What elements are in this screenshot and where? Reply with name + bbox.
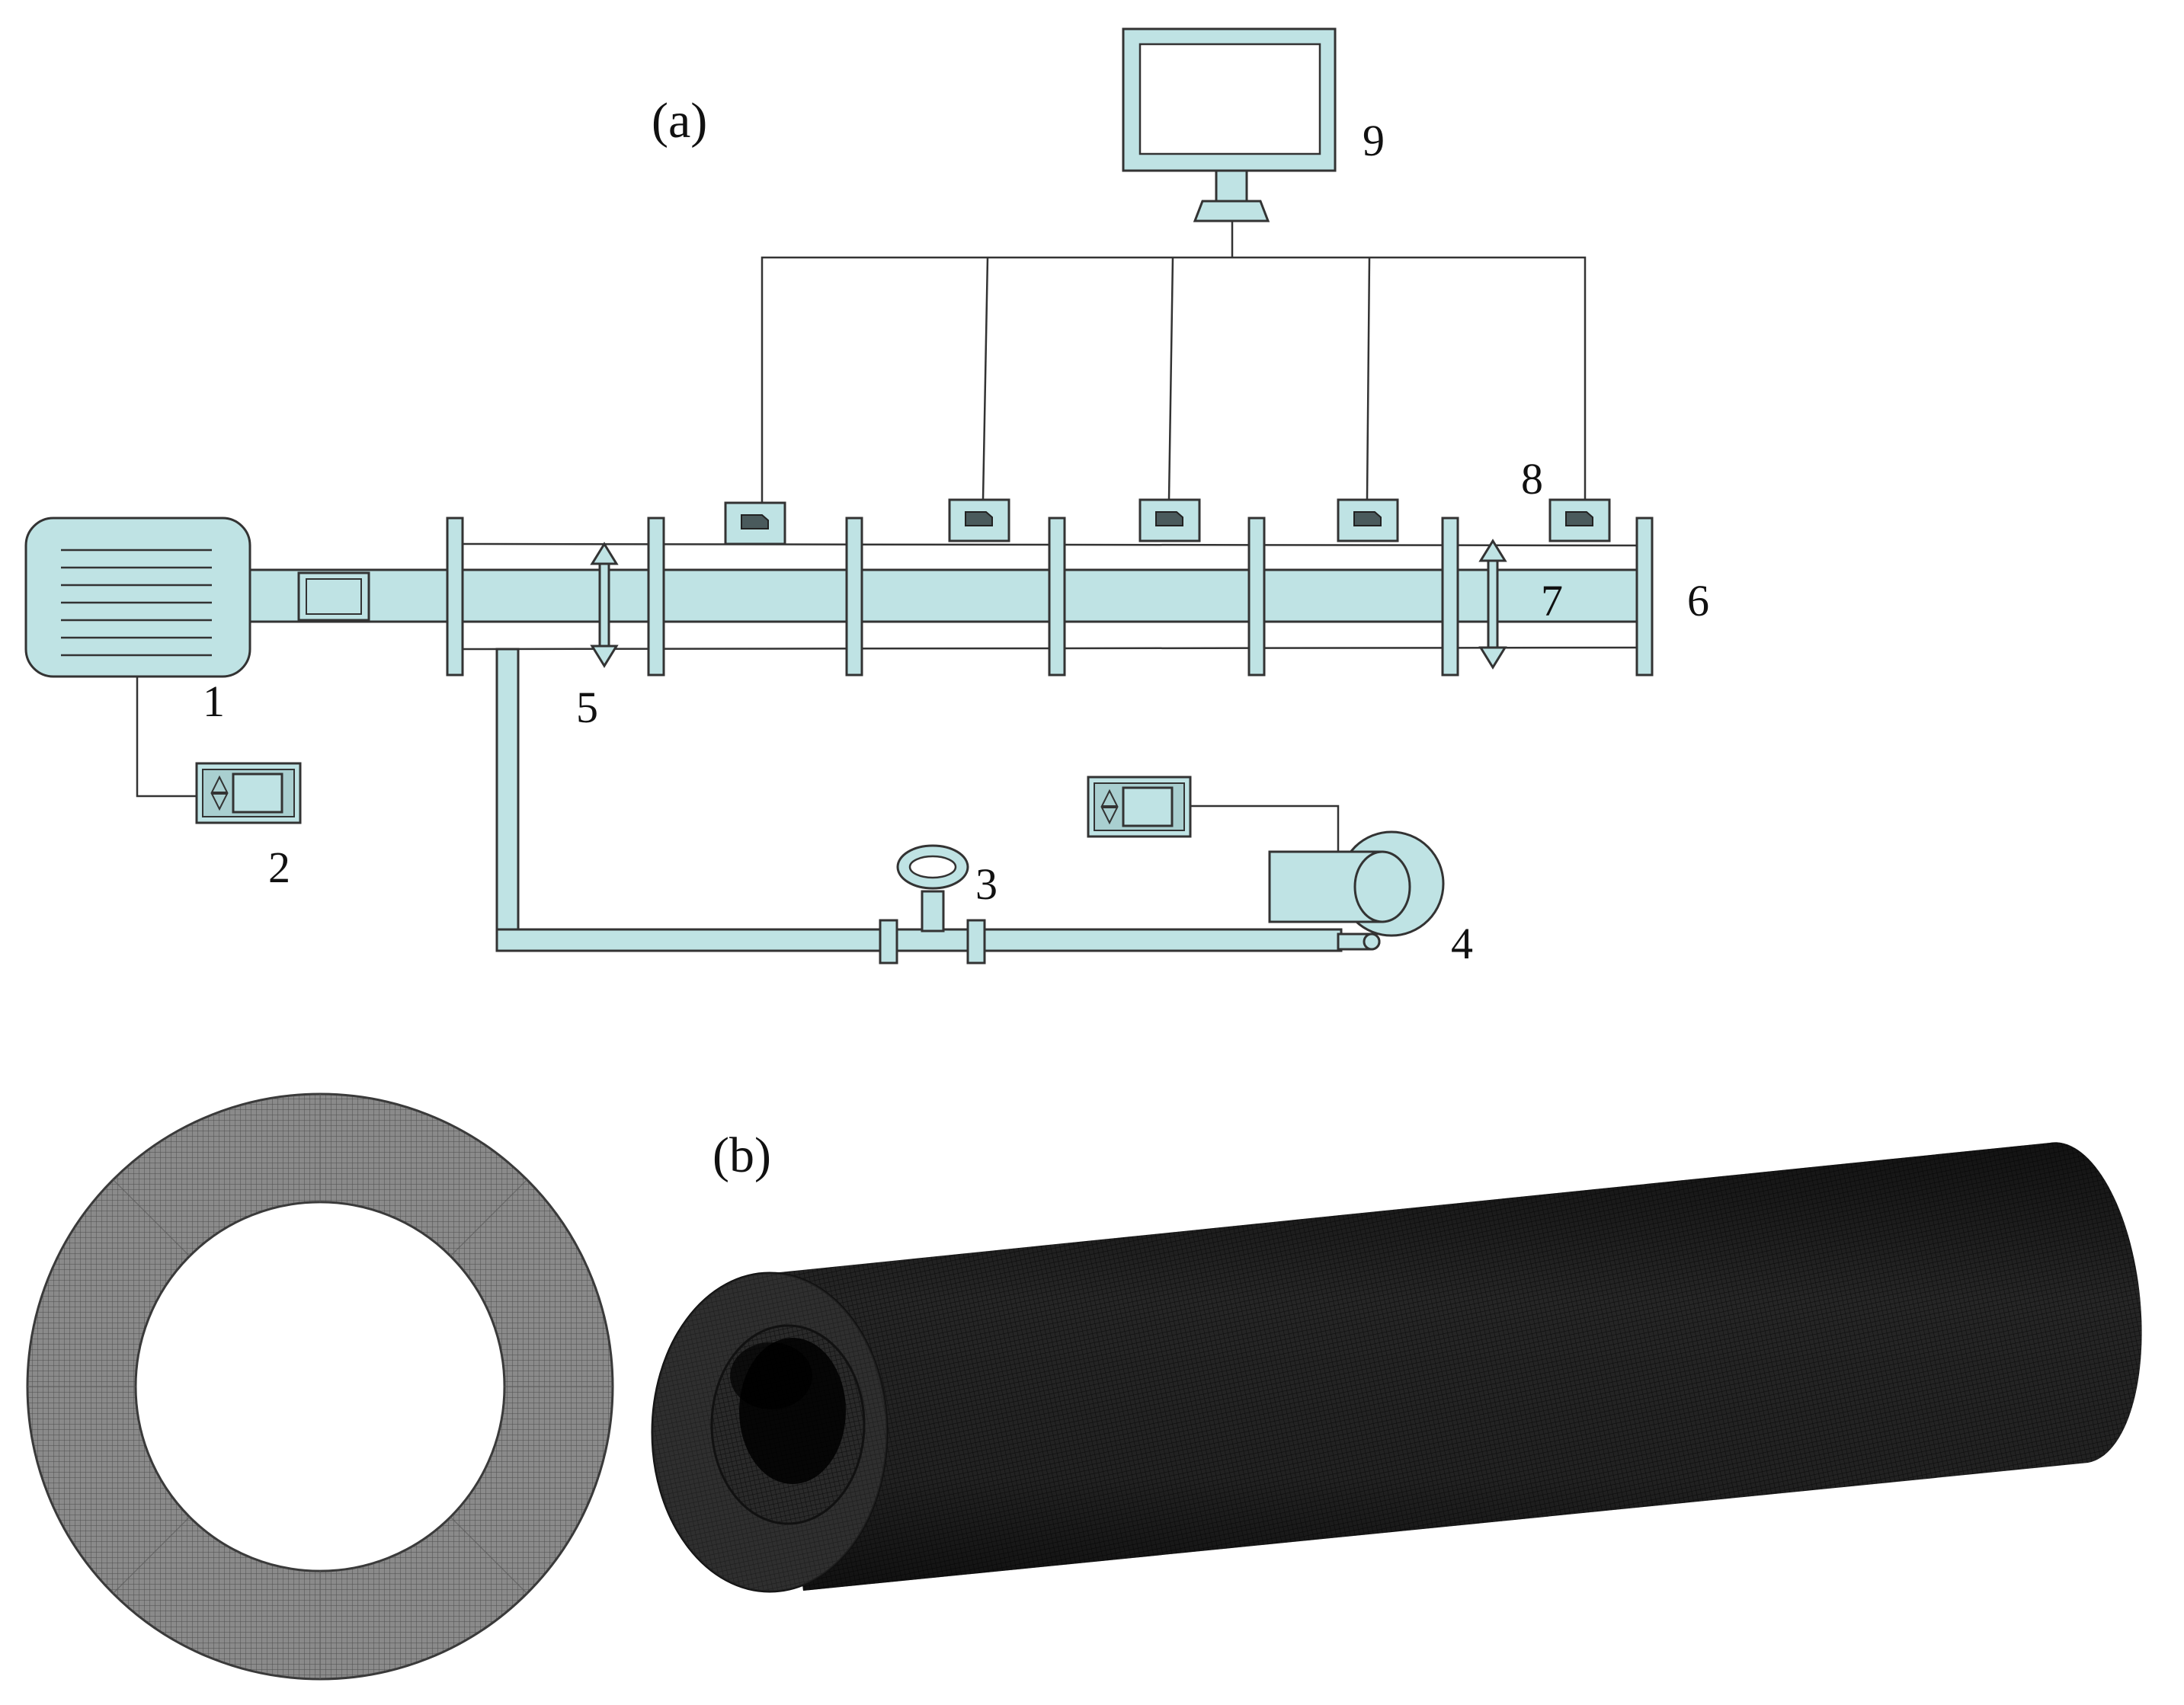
label-6: 6 <box>1687 576 1709 625</box>
tube-3d-mesh <box>651 1142 2142 1593</box>
label-4: 4 <box>1451 919 1473 968</box>
annulus-cross-section-mesh <box>26 1092 614 1681</box>
blower <box>1268 830 1445 951</box>
sensor <box>1138 498 1201 542</box>
controller-box-2 <box>1087 776 1340 852</box>
label-9: 9 <box>1363 116 1385 165</box>
panel-a-setup: (a) 1 <box>24 27 1709 968</box>
label-2: 2 <box>268 843 290 892</box>
label-7: 7 <box>1541 576 1563 625</box>
computer-monitor <box>1122 27 1337 222</box>
sensor-array <box>724 498 1611 545</box>
panel-b-mesh: (b) <box>26 1092 2142 1681</box>
sensor <box>724 501 786 545</box>
sensor <box>1548 498 1611 542</box>
traverse-arrow-7 <box>1478 539 1507 670</box>
label-1: 1 <box>203 677 225 726</box>
signal-wiring <box>761 218 1587 503</box>
label-3: 3 <box>975 859 998 909</box>
fan-unit <box>24 517 451 678</box>
label-5: 5 <box>576 683 598 732</box>
label-8: 8 <box>1521 454 1543 504</box>
valve <box>879 844 986 964</box>
sensor <box>948 498 1010 542</box>
panel-b-label: (b) <box>713 1128 771 1183</box>
panel-a-label: (a) <box>652 93 707 149</box>
controller-box-1 <box>136 677 302 824</box>
sensor <box>1337 498 1399 542</box>
traverse-arrow-5 <box>590 542 619 668</box>
return-piping <box>495 648 1343 964</box>
annular-test-section <box>446 517 1654 677</box>
